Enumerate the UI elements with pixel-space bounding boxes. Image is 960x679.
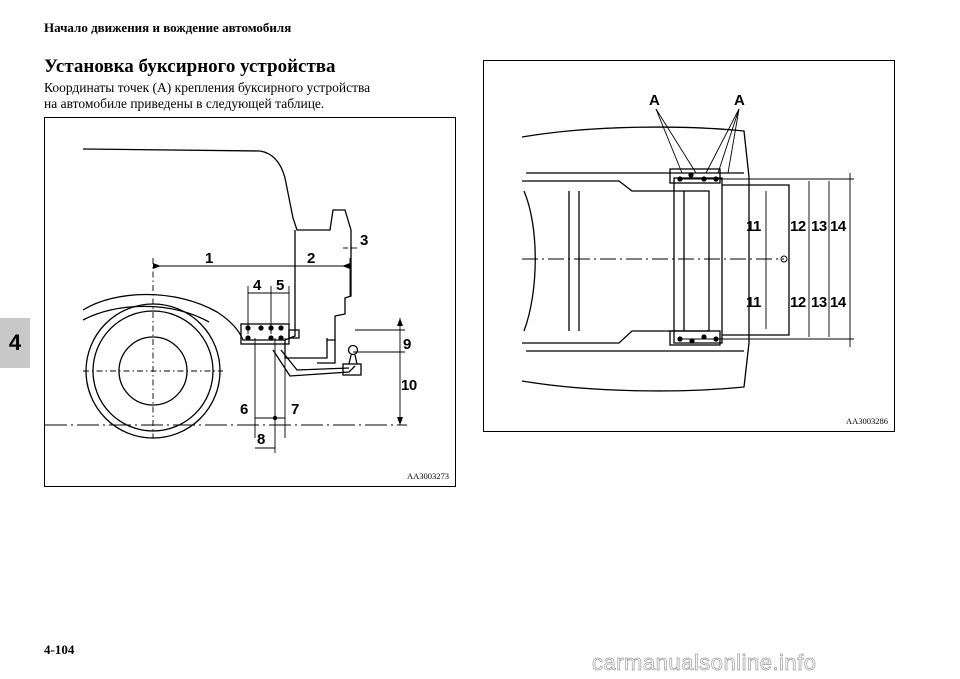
dimension-label-14-top: 14 (830, 218, 847, 235)
figure-code: AA3003286 (845, 416, 888, 426)
figure-code: AA3003273 (406, 471, 449, 481)
dimension-label-14-bottom: 14 (830, 294, 847, 311)
figure-side-view: 1 2 3 4 5 6 7 8 9 10 AA3003273 (44, 117, 456, 487)
dimension-label-11-bottom: 11 (746, 294, 761, 311)
top-view-drawing: A A 11 12 13 14 11 12 13 14 (521, 92, 854, 392)
dimension-label-5: 5 (276, 277, 284, 294)
point-a-right-label: A (734, 92, 745, 109)
page-number: 4-104 (44, 642, 75, 657)
watermark: carmanualsonline.info (592, 650, 817, 676)
figure-top-view: A A 11 12 13 14 11 12 13 14 AA3003286 (483, 60, 895, 432)
point-a-left-label: A (649, 92, 660, 109)
dimension-label-7: 7 (291, 401, 299, 418)
dimension-label-13-bottom: 13 (811, 294, 827, 311)
dimension-label-2: 2 (307, 250, 315, 267)
running-header: Начало движения и вождение автомобиля (44, 20, 292, 35)
side-view-drawing: 1 2 3 4 5 6 7 8 9 10 (45, 148, 417, 453)
dimension-label-6: 6 (240, 401, 248, 418)
dimension-label-13-top: 13 (811, 218, 827, 235)
dimension-label-12-top: 12 (790, 218, 806, 235)
dimension-label-8: 8 (257, 431, 265, 448)
intro-text-line-2: на автомобиле приведены в следующей табл… (44, 96, 325, 111)
dimension-label-3: 3 (360, 232, 368, 249)
dimension-label-4: 4 (253, 277, 262, 294)
dimension-label-10: 10 (401, 377, 417, 394)
dimension-label-1: 1 (205, 250, 213, 267)
dimension-label-11-top: 11 (746, 218, 761, 235)
dimension-label-9: 9 (403, 336, 411, 353)
chapter-tab: 4 (0, 318, 30, 368)
dimension-label-12-bottom: 12 (790, 294, 806, 311)
intro-text-line-1: Координаты точек (A) крепления буксирног… (44, 80, 371, 95)
section-title: Установка буксирного устройства (44, 56, 336, 77)
